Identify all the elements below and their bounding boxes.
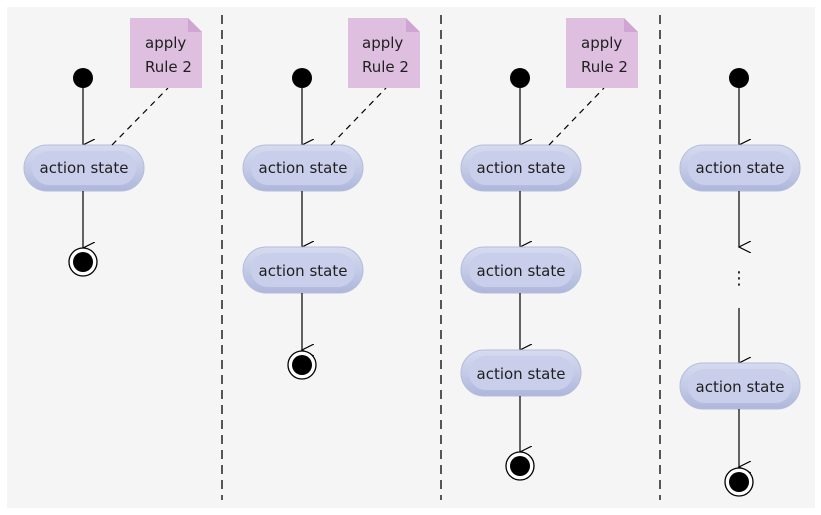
action-state-label: action state: [696, 159, 785, 177]
action-state: action state: [679, 362, 801, 410]
action-state: action state: [242, 246, 364, 294]
action-state-label: action state: [40, 159, 129, 177]
action-state-label: action state: [259, 262, 348, 280]
initial-node: [73, 68, 93, 88]
initial-node: [510, 68, 530, 88]
action-state-label: action state: [477, 262, 566, 280]
action-state-label: action state: [477, 159, 566, 177]
note-connector: [111, 87, 169, 146]
action-state: action state: [460, 246, 582, 294]
action-state: action state: [242, 144, 364, 192]
action-state: action state: [460, 144, 582, 192]
note: apply Rule 2: [566, 18, 638, 88]
final-node: [724, 467, 754, 497]
note-line-2: Rule 2: [145, 58, 192, 76]
note-line-1: apply: [581, 34, 622, 52]
final-node: [505, 451, 535, 481]
note-line-2: Rule 2: [581, 58, 628, 76]
note-line-2: Rule 2: [362, 58, 409, 76]
note-connector: [330, 87, 387, 146]
action-state: action state: [460, 349, 582, 397]
action-state-label: action state: [477, 365, 566, 383]
diagram-background: [7, 7, 815, 508]
initial-node: [729, 68, 749, 88]
final-node: [68, 247, 98, 277]
panel-1: action state apply Rule 2: [23, 18, 202, 277]
panel-3: action state action state action state a…: [460, 18, 638, 481]
ellipsis: ⋮: [730, 268, 748, 289]
note-line-1: apply: [362, 34, 403, 52]
note: apply Rule 2: [130, 18, 202, 88]
note-connector: [548, 87, 605, 146]
action-state-label: action state: [259, 159, 348, 177]
note: apply Rule 2: [348, 18, 420, 88]
action-state-label: action state: [696, 378, 785, 396]
final-node: [287, 350, 317, 380]
initial-node: [292, 68, 312, 88]
panel-4: action state ⋮ action state: [679, 68, 801, 497]
note-line-1: apply: [145, 34, 186, 52]
action-state: action state: [23, 144, 145, 192]
panel-2: action state action state apply Rule 2: [242, 18, 420, 380]
action-state: action state: [679, 144, 801, 192]
